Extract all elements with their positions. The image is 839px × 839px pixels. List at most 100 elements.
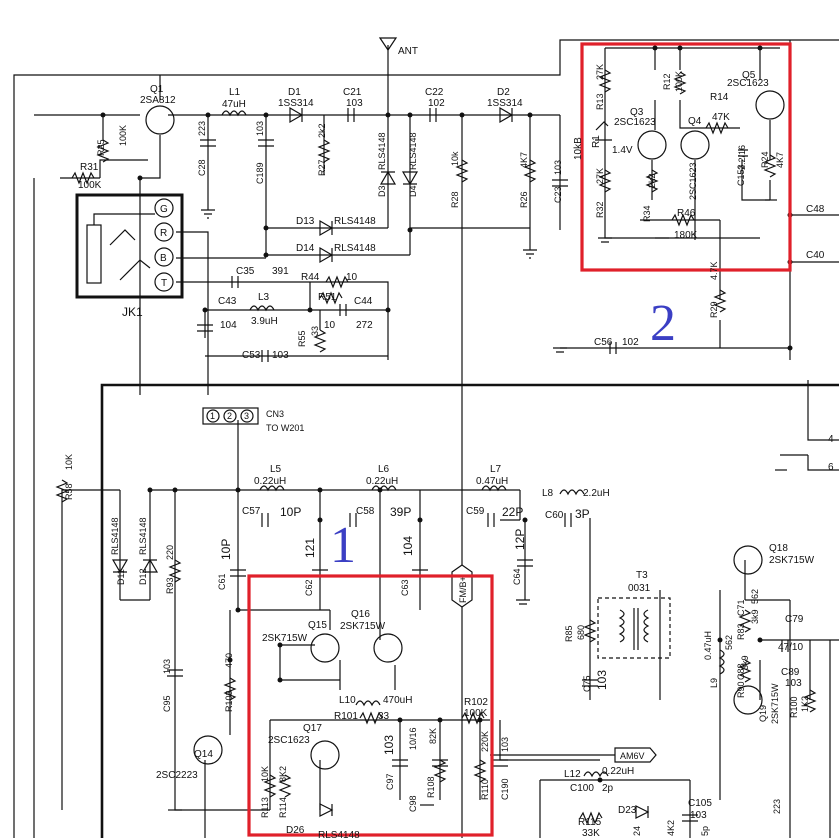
- svg-text:100K: 100K: [78, 180, 102, 191]
- svg-text:R100: R100: [789, 696, 799, 718]
- svg-text:3: 3: [244, 411, 249, 421]
- connector-cn3: 1 2 3 CN3 TO W201: [202, 407, 304, 433]
- svg-text:D26: D26: [286, 825, 305, 836]
- svg-text:1K2: 1K2: [800, 696, 810, 712]
- svg-text:L10: L10: [339, 695, 356, 706]
- svg-text:2.2/16: 2.2/16: [737, 145, 747, 170]
- svg-text:C48: C48: [806, 204, 825, 215]
- inductor-l1: [221, 110, 247, 117]
- svg-text:1.4V: 1.4V: [612, 145, 633, 156]
- svg-text:C97: C97: [385, 773, 395, 790]
- svg-text:C40: C40: [806, 250, 825, 261]
- svg-text:47uH: 47uH: [222, 99, 246, 110]
- svg-text:R34: R34: [642, 205, 652, 222]
- svg-text:D4: D4: [408, 185, 418, 197]
- transistor-symbols: [145, 90, 785, 770]
- svg-text:L1: L1: [229, 87, 241, 98]
- svg-text:C79: C79: [785, 614, 804, 625]
- svg-text:1SS314: 1SS314: [278, 98, 314, 109]
- jack-pin-g: [154, 198, 174, 218]
- svg-text:C95: C95: [162, 695, 172, 712]
- svg-text:103: 103: [255, 121, 265, 136]
- svg-text:470uH: 470uH: [383, 695, 412, 706]
- svg-text:103: 103: [690, 810, 707, 821]
- svg-text:C44: C44: [354, 296, 373, 307]
- svg-text:100K: 100K: [118, 125, 128, 146]
- svg-text:C64: C64: [512, 568, 522, 585]
- svg-text:R85: R85: [564, 625, 574, 642]
- svg-text:3.9uH: 3.9uH: [251, 316, 278, 327]
- svg-text:Q3: Q3: [630, 107, 644, 118]
- ground-symbols: [168, 199, 787, 811]
- svg-text:D2: D2: [497, 87, 510, 98]
- svg-text:4K2: 4K2: [666, 820, 676, 836]
- svg-text:D13: D13: [296, 216, 315, 227]
- inductor-l5: [259, 485, 285, 492]
- svg-text:33: 33: [378, 711, 390, 722]
- svg-text:C62: C62: [304, 579, 314, 596]
- svg-text:103: 103: [382, 735, 396, 755]
- svg-text:D11: D11: [116, 569, 126, 585]
- svg-text:103: 103: [162, 659, 172, 674]
- svg-text:2SK715W: 2SK715W: [770, 683, 780, 724]
- svg-text:10: 10: [346, 272, 358, 283]
- svg-text:10/16: 10/16: [408, 727, 418, 750]
- diode-symbols: [111, 106, 650, 819]
- svg-text:RLS4148: RLS4148: [334, 216, 376, 227]
- svg-text:82K: 82K: [428, 728, 438, 744]
- svg-text:103: 103: [785, 678, 802, 689]
- svg-text:D12: D12: [138, 568, 148, 585]
- jack-pin-g-label: G: [160, 204, 168, 215]
- svg-text:L5: L5: [270, 464, 282, 475]
- svg-text:10kB: 10kB: [573, 137, 584, 160]
- svg-text:C22: C22: [425, 87, 444, 98]
- svg-text:R108: R108: [426, 776, 436, 798]
- svg-text:C98: C98: [408, 795, 418, 812]
- svg-text:103: 103: [272, 350, 289, 361]
- cn3-name: CN3: [266, 409, 284, 419]
- jack-pin-b: [154, 247, 174, 267]
- svg-text:2SC1623: 2SC1623: [688, 162, 698, 200]
- svg-text:39P: 39P: [390, 505, 411, 519]
- jack-pin-t: [154, 272, 174, 292]
- svg-text:2SC1623: 2SC1623: [727, 78, 769, 89]
- svg-text:R31: R31: [80, 162, 99, 173]
- svg-text:R1: R1: [591, 135, 602, 148]
- svg-text:L6: L6: [378, 464, 390, 475]
- svg-text:C60: C60: [545, 510, 564, 521]
- svg-text:10K: 10K: [64, 454, 74, 470]
- svg-text:103: 103: [500, 737, 510, 752]
- svg-text:R44: R44: [301, 272, 320, 283]
- svg-text:RLS4148: RLS4148: [110, 517, 120, 555]
- svg-text:R13: R13: [595, 93, 605, 110]
- svg-text:C153: C153: [736, 164, 746, 186]
- svg-text:C190: C190: [500, 778, 510, 800]
- svg-text:R14: R14: [710, 92, 729, 103]
- svg-text:391: 391: [272, 266, 289, 277]
- svg-text:Q19: Q19: [758, 705, 768, 722]
- svg-text:223: 223: [772, 799, 782, 814]
- jack-name: JK1: [122, 305, 143, 319]
- antenna-symbol: [378, 37, 398, 52]
- svg-text:R101: R101: [334, 711, 358, 722]
- svg-text:R12: R12: [662, 73, 672, 90]
- inductor-l7: [481, 485, 507, 492]
- svg-text:RLS4148: RLS4148: [334, 243, 376, 254]
- svg-text:C105: C105: [688, 798, 712, 809]
- svg-text:2k2: 2k2: [317, 123, 327, 138]
- potentiometer-r1: [595, 121, 612, 141]
- svg-text:RLS4148: RLS4148: [138, 517, 148, 555]
- svg-text:4K7: 4K7: [775, 152, 785, 168]
- svg-text:1: 1: [210, 411, 215, 421]
- svg-text:100K: 100K: [674, 71, 684, 92]
- highlight-box-region-1: [247, 574, 494, 837]
- svg-text:33: 33: [310, 326, 320, 336]
- svg-text:22P: 22P: [502, 505, 523, 519]
- svg-text:C61: C61: [217, 573, 227, 590]
- svg-text:L12: L12: [564, 769, 581, 780]
- svg-text:C71: C71: [736, 599, 746, 616]
- svg-text:R102: R102: [464, 697, 488, 708]
- svg-text:272: 272: [356, 320, 373, 331]
- svg-text:2SK715W: 2SK715W: [769, 555, 815, 566]
